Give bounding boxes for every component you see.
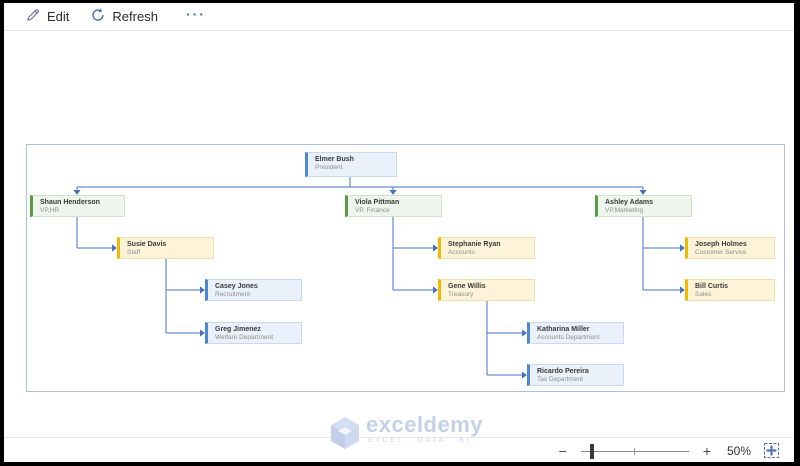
org-node-shaun-henderson[interactable]: Shaun Henderson VP,HR (30, 195, 125, 217)
node-title: VP, Finance (355, 207, 390, 214)
zoom-slider-midpoint-tick (633, 447, 635, 455)
zoom-slider-handle[interactable] (589, 443, 594, 459)
org-node-greg-jimenez[interactable]: Greg Jimenez Welfare Department (205, 322, 302, 344)
zoom-out-button[interactable]: − (558, 442, 567, 459)
node-title: Treasury (448, 291, 474, 298)
node-name: Gene Willis (448, 283, 486, 290)
node-name: Bill Curtis (695, 283, 729, 290)
node-title: Recruitment (215, 291, 251, 298)
node-name: Stephanie Ryan (448, 241, 501, 248)
pencil-icon (26, 8, 40, 25)
org-node-elmer-bush[interactable]: Elmer Bush President (305, 152, 397, 177)
node-title: Staff (127, 249, 141, 256)
fit-to-page-icon[interactable] (763, 442, 780, 459)
node-title: Sales (695, 291, 712, 298)
zoom-in-button[interactable]: + (702, 442, 711, 459)
edit-button[interactable]: Edit (18, 5, 77, 28)
org-node-casey-jones[interactable]: Casey Jones Recruitment (205, 279, 302, 301)
zoom-slider[interactable] (580, 443, 689, 459)
org-node-susie-davis[interactable]: Susie Davis Staff (117, 237, 214, 259)
node-name: Katharina Miller (537, 326, 590, 333)
org-node-katharina-miller[interactable]: Katharina Miller Accounts Department (527, 322, 624, 344)
node-title: VP,HR (40, 207, 60, 214)
node-title: Welfare Department (215, 334, 274, 341)
node-name: Joseph Holmes (695, 241, 747, 248)
org-node-ashley-adams[interactable]: Ashley Adams VP,Marketing (595, 195, 692, 217)
node-title: VP,Marketing (605, 207, 644, 214)
org-connector-lines (73, 177, 685, 379)
node-title: Accounts Department (537, 334, 600, 341)
zoom-controls: − + 50% (557, 438, 780, 463)
refresh-label: Refresh (112, 9, 158, 24)
node-title: Accounts (448, 249, 475, 256)
org-node-bill-curtis[interactable]: Bill Curtis Sales (685, 279, 775, 301)
node-name: Casey Jones (215, 283, 258, 290)
zoom-slider-track[interactable] (580, 450, 689, 452)
org-node-joseph-holmes[interactable]: Joseph Holmes Customer Service (685, 237, 775, 259)
status-bar: − + 50% (4, 437, 794, 462)
node-name: Ashley Adams (605, 199, 653, 206)
node-title: Customer Service (695, 249, 747, 256)
node-name: Shaun Henderson (40, 199, 100, 206)
node-name: Elmer Bush (315, 156, 354, 163)
edit-label: Edit (47, 9, 70, 24)
toolbar: Edit Refresh ··· (4, 3, 794, 31)
node-name: Viola Pittman (355, 199, 400, 206)
refresh-button[interactable]: Refresh (83, 5, 166, 28)
report-canvas: Elmer Bush President Shaun Henderson VP,… (4, 31, 794, 437)
org-node-gene-willis[interactable]: Gene Willis Treasury (438, 279, 535, 301)
node-title: President (315, 164, 343, 171)
node-name: Ricardo Pereira (537, 368, 589, 375)
org-chart-visual[interactable]: Elmer Bush President Shaun Henderson VP,… (26, 144, 785, 392)
org-node-stephanie-ryan[interactable]: Stephanie Ryan Accounts (438, 237, 535, 259)
org-node-ricardo-pereira[interactable]: Ricardo Pereira Tax Department (527, 364, 624, 386)
node-title: Tax Department (537, 376, 583, 383)
org-node-viola-pittman[interactable]: Viola Pittman VP, Finance (345, 195, 442, 217)
node-name: Greg Jimenez (215, 326, 261, 333)
node-name: Susie Davis (127, 241, 167, 248)
refresh-icon (91, 8, 105, 25)
more-options-button[interactable]: ··· (185, 5, 206, 22)
zoom-level-label: 50% (726, 443, 751, 458)
